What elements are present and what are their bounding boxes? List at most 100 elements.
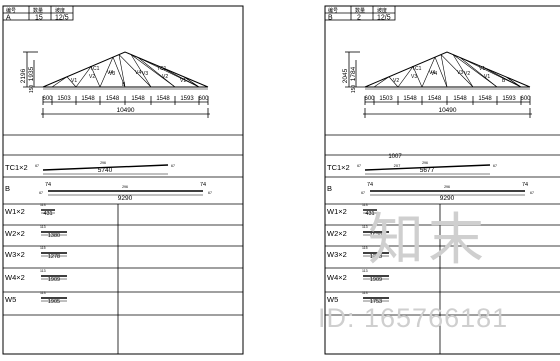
- sheet-frame: [324, 5, 560, 355]
- part-length: 1278: [370, 254, 382, 260]
- web-member: [421, 57, 436, 88]
- web-member: [452, 54, 498, 88]
- header-label-qty: 数量: [355, 7, 365, 14]
- span-dim-label: 600: [520, 96, 531, 102]
- part-length: 431: [43, 211, 52, 217]
- member-label: V1: [71, 78, 77, 84]
- watermark-logo: 知末: [368, 208, 488, 271]
- part-label: B: [5, 184, 10, 193]
- part-label: W4×2: [5, 273, 25, 282]
- header-value-code: B: [328, 15, 333, 22]
- span-dim-label: 1548: [453, 96, 467, 102]
- web-member: [397, 66, 414, 88]
- web-member: [90, 66, 101, 88]
- span-dim-label: 1548: [131, 96, 145, 102]
- header-label-code: 编号: [328, 7, 338, 14]
- span-dim-label: 1593: [180, 96, 194, 102]
- part-label: TC1×2: [327, 163, 350, 172]
- watermark-id: ID: 165766181: [318, 303, 509, 333]
- part-length: 1909: [48, 277, 60, 283]
- part-end-dim: 74: [367, 182, 373, 188]
- part-bar: [364, 164, 491, 171]
- part-small-dim: 113: [40, 225, 46, 229]
- member-label: V4: [107, 70, 113, 76]
- top-chord: [42, 51, 209, 88]
- header-value-qty: 2: [357, 15, 361, 22]
- member-label: TC1: [90, 66, 100, 72]
- span-dim-label: 600: [42, 96, 53, 102]
- part-length: 1753: [370, 299, 382, 305]
- dim-height-inner: 1935: [28, 66, 35, 81]
- part-label: TC1×2: [5, 163, 28, 172]
- member-label: V2: [162, 74, 168, 80]
- web-member: [51, 76, 68, 88]
- part-end-dim: 67: [35, 164, 39, 168]
- member-label: V4: [135, 70, 141, 76]
- span-dim-label: 1593: [502, 96, 516, 102]
- span-dim-label: 1503: [379, 96, 393, 102]
- part-end-dim: 67: [357, 164, 361, 168]
- part-small-dim: 115: [40, 246, 46, 250]
- part-label: W1×2: [5, 207, 25, 216]
- span-dim-label: 1548: [403, 96, 417, 102]
- sheet-frame: [2, 5, 244, 355]
- dim-height-inner: 1784: [350, 66, 357, 81]
- span-dim-label: 600: [198, 96, 209, 102]
- dim-overall-label: 10490: [116, 107, 134, 114]
- web-member: [130, 54, 176, 88]
- part-length: 431: [365, 211, 374, 217]
- span-dim-label: 1503: [57, 96, 71, 102]
- part-small-dim: 113: [362, 269, 368, 273]
- part-length: 1278: [48, 254, 60, 260]
- web-member: [137, 57, 176, 88]
- header-value-slope: 12/5: [55, 15, 69, 22]
- part-end-dim: 74: [45, 182, 51, 188]
- web-member: [130, 54, 152, 88]
- part-small-dim: 113: [40, 291, 46, 295]
- dim-overall-label: 10490: [438, 107, 456, 114]
- dim-height-base: 150: [351, 85, 357, 94]
- dim-height-total: 2196: [20, 68, 27, 83]
- part-extra-dim: 207: [394, 163, 401, 168]
- member-label: V3: [411, 74, 417, 80]
- part-small-dim: 113: [362, 203, 368, 207]
- part-length: 5740: [98, 167, 113, 174]
- part-end-dim: 74: [522, 182, 528, 188]
- web-member: [137, 57, 200, 88]
- part-end-dim: 74: [200, 182, 206, 188]
- part-end-dim: 67: [361, 191, 365, 195]
- span-dim-label: 1548: [81, 96, 95, 102]
- part-label: B: [327, 184, 332, 193]
- web-member: [440, 54, 448, 88]
- web-member: [99, 57, 114, 88]
- part-end-dim: 67: [493, 164, 497, 168]
- member-label: V1: [484, 74, 490, 80]
- web-member: [434, 57, 448, 88]
- web-member: [75, 66, 92, 88]
- header-label-slope: 坡度: [377, 7, 387, 14]
- member-label: TC1: [157, 66, 167, 72]
- web-member: [459, 57, 498, 88]
- web-member: [481, 66, 522, 88]
- web-member: [452, 54, 474, 88]
- member-label: V2: [89, 74, 95, 80]
- part-length: 1380: [48, 233, 60, 239]
- web-member: [412, 66, 423, 88]
- member-label: TC1: [412, 66, 422, 72]
- member-label: V1: [479, 66, 485, 72]
- part-small-dim: 296: [122, 185, 128, 189]
- header-label-slope: 坡度: [55, 7, 65, 14]
- member-label: V4: [431, 71, 437, 77]
- member-label: V3: [109, 71, 115, 77]
- web-member: [118, 54, 126, 88]
- part-small-dim: 113: [40, 203, 46, 207]
- web-member: [183, 76, 200, 88]
- part-end-dim: 67: [530, 191, 534, 195]
- web-member: [440, 54, 474, 88]
- top-chord: [364, 51, 531, 88]
- part-end-dim: 67: [208, 191, 212, 195]
- member-label: V4: [429, 70, 435, 76]
- dim-height-base: 150: [29, 85, 35, 94]
- web-member: [112, 57, 126, 88]
